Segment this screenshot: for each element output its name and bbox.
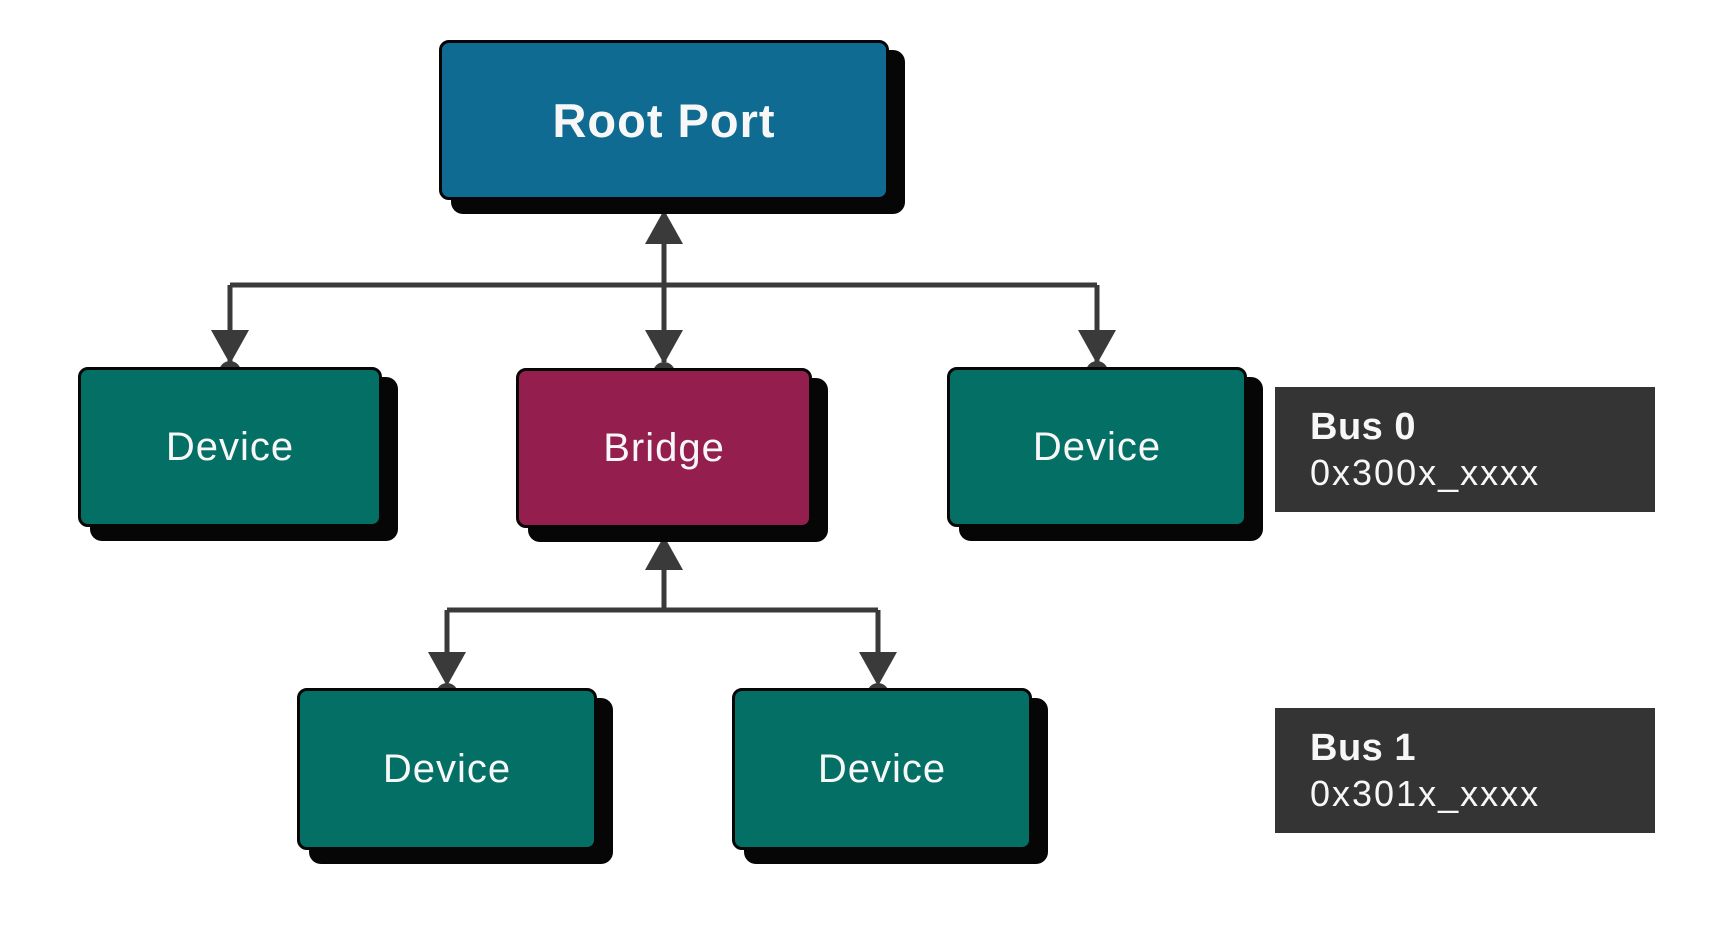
arrow-down-head xyxy=(1078,330,1116,364)
bus-1-label: Bus 1 0x301x_xxxx xyxy=(1275,708,1655,833)
node-device-bottom-left-label: Device xyxy=(382,746,512,791)
node-bridge: Bridge xyxy=(516,368,812,528)
bus-0-title: Bus 0 xyxy=(1310,405,1416,448)
bus-0-address-range: 0x300x_xxxx xyxy=(1310,451,1541,493)
arrow-down-head xyxy=(211,330,249,364)
node-device-left: Device xyxy=(78,367,382,527)
arrowheads xyxy=(211,210,1116,686)
node-device-bottom-right-label: Device xyxy=(817,746,947,791)
node-device-bottom-right: Device xyxy=(732,688,1032,850)
node-device-left-label: Device xyxy=(165,424,295,469)
node-device-right: Device xyxy=(947,367,1247,527)
arrow-up-head xyxy=(645,210,683,244)
arrow-down-head xyxy=(428,652,466,686)
arrow-down-head xyxy=(645,330,683,364)
arrow-down-head xyxy=(859,652,897,686)
bus-1-address-range: 0x301x_xxxx xyxy=(1310,772,1541,814)
node-root-port: Root Port xyxy=(439,40,889,200)
node-device-right-label: Device xyxy=(1032,424,1162,469)
arrow-up-head xyxy=(645,536,683,570)
node-device-bottom-left: Device xyxy=(297,688,597,850)
bus-0-label: Bus 0 0x300x_xxxx xyxy=(1275,387,1655,512)
node-bridge-label: Bridge xyxy=(603,425,725,470)
bus-1-title: Bus 1 xyxy=(1310,726,1416,769)
node-root-port-label: Root Port xyxy=(552,93,776,147)
